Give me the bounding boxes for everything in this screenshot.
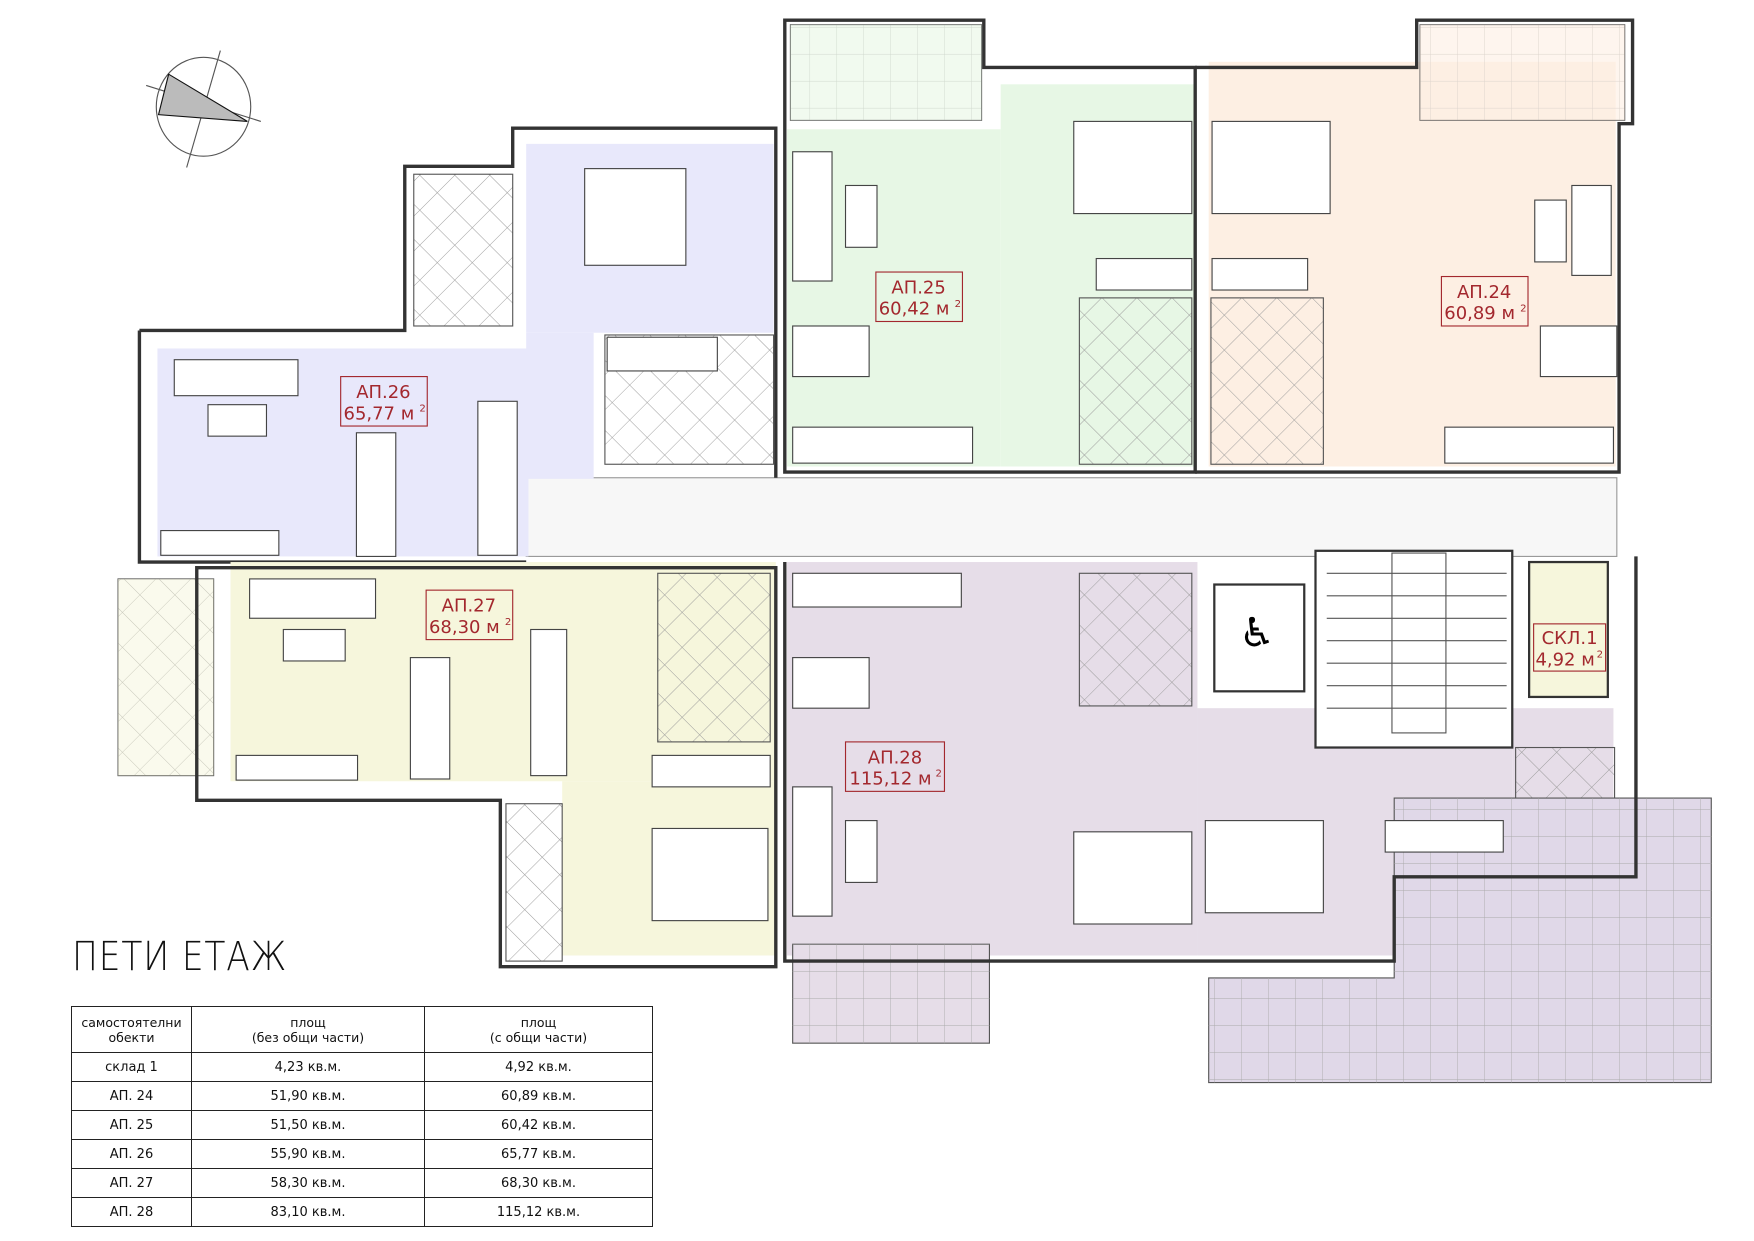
svg-text:АП.27: АП.27: [442, 596, 496, 617]
cell-area-net: 51,50 кв.м.: [191, 1110, 425, 1140]
cell-unit: АП. 25: [71, 1110, 192, 1140]
svg-text:65,77 м: 65,77 м: [344, 403, 415, 424]
header-area-gross: площ (с общи части): [424, 1006, 653, 1053]
svg-text:АП.25: АП.25: [891, 277, 945, 298]
unit-ap26: [137, 126, 778, 564]
common-corridor: [525, 477, 1618, 557]
unit-label-ap28: АП.28 115,12 м 2: [844, 741, 946, 792]
cell-unit: склад 1: [71, 1052, 192, 1082]
floor-title: ПЕТИ ЕТАЖ: [72, 934, 288, 980]
svg-text:АП.28: АП.28: [868, 747, 922, 768]
header-units: самостоятелни обекти: [71, 1006, 192, 1053]
cell-area-net: 83,10 кв.м.: [191, 1197, 425, 1227]
cell-area-gross: 4,92 кв.м.: [424, 1052, 653, 1082]
svg-text:68,30 м: 68,30 м: [429, 617, 500, 638]
header-area-net: площ (без общи части): [191, 1006, 425, 1053]
svg-text:115,12 м: 115,12 м: [849, 769, 931, 790]
svg-text:2: 2: [935, 769, 941, 780]
svg-text:2: 2: [1520, 303, 1526, 314]
storage-skl1: [1528, 560, 1609, 699]
svg-text:2: 2: [419, 403, 425, 414]
svg-text:АП.26: АП.26: [356, 382, 410, 403]
staircase: ♿: [1213, 549, 1514, 749]
unit-label-ap25: АП.25 60,42 м 2: [875, 271, 964, 323]
table-header-row: самостоятелни обекти площ (без общи част…: [71, 1006, 653, 1053]
unit-label-ap26: АП.26 65,77 м 2: [340, 376, 428, 427]
cell-area-net: 51,90 кв.м.: [191, 1081, 425, 1111]
cell-area-gross: 68,30 кв.м.: [424, 1168, 653, 1198]
cell-area-net: 4,23 кв.м.: [191, 1052, 425, 1082]
north-compass-icon: [145, 50, 262, 168]
unit-label-ap24: АП.24 60,89 м 2: [1440, 275, 1529, 327]
unit-label-ap27: АП.27 68,30 м 2: [425, 589, 514, 641]
cell-area-gross: 65,77 кв.м.: [424, 1139, 653, 1169]
unit-ap25: [783, 18, 1197, 474]
wheelchair-icon: ♿: [1239, 608, 1275, 656]
cell-area-gross: 60,89 кв.м.: [424, 1081, 653, 1111]
cell-area-gross: 60,42 кв.м.: [424, 1110, 653, 1140]
unit-label-skl1: СКЛ.1 4,92 м 2: [1533, 623, 1607, 672]
cell-unit: АП. 28: [71, 1197, 192, 1227]
unit-ap27: [117, 562, 778, 969]
svg-text:2: 2: [955, 299, 961, 310]
area-table: самостоятелни обекти площ (без общи част…: [71, 1006, 653, 1227]
svg-text:АП.24: АП.24: [1457, 282, 1511, 303]
svg-text:4,92 м: 4,92 м: [1535, 649, 1594, 670]
cell-unit: АП. 24: [71, 1081, 192, 1111]
svg-text:2: 2: [1597, 650, 1603, 661]
cell-unit: АП. 27: [71, 1168, 192, 1198]
cell-area-net: 58,30 кв.м.: [191, 1168, 425, 1198]
unit-ap28: [783, 556, 1712, 1084]
svg-text:2: 2: [505, 617, 511, 628]
cell-unit: АП. 26: [71, 1139, 192, 1169]
cell-area-net: 55,90 кв.м.: [191, 1139, 425, 1169]
svg-text:60,89 м: 60,89 м: [1444, 303, 1515, 324]
svg-text:СКЛ.1: СКЛ.1: [1542, 628, 1598, 649]
unit-ap24: [1195, 18, 1635, 474]
cell-area-gross: 115,12 кв.м.: [424, 1197, 653, 1227]
svg-text:60,42 м: 60,42 м: [879, 299, 950, 320]
